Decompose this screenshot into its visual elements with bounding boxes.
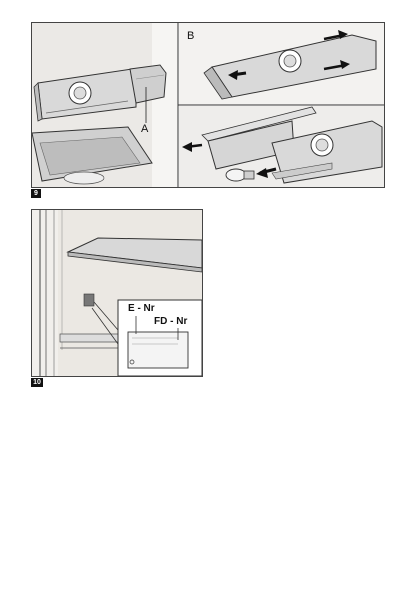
- figure-10-number: 10: [31, 378, 43, 387]
- label-e-nr: E - Nr: [128, 303, 155, 314]
- label-a: A: [141, 123, 149, 135]
- label-fd-nr: FD - Nr: [154, 316, 188, 327]
- figure-9-illustration: [32, 23, 384, 187]
- figure-9-number: 9: [31, 189, 41, 198]
- figure-10-illustration: [32, 210, 202, 376]
- figure-9: A B: [31, 22, 385, 188]
- figure-10: E - Nr FD - Nr: [31, 209, 203, 377]
- label-b: B: [187, 30, 195, 42]
